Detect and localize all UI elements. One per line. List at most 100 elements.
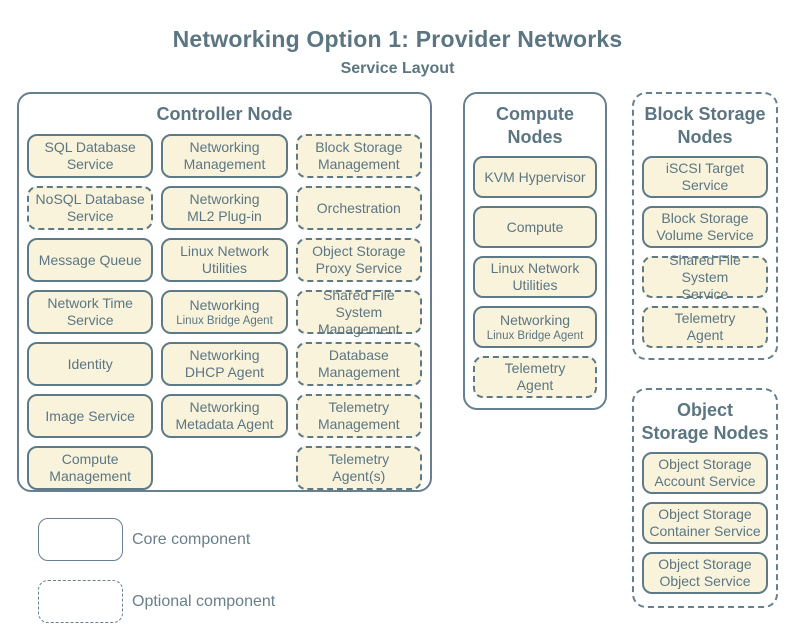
service-label-line: Image Service bbox=[45, 407, 135, 424]
service-label-line: Object Storage bbox=[312, 243, 406, 259]
service-label-line: Service bbox=[66, 312, 114, 328]
service-label-line: Networking bbox=[189, 399, 260, 415]
service-label-line: Object Storage bbox=[658, 456, 752, 472]
service-label-line: Linux Bridge Agent bbox=[486, 329, 584, 342]
service-label-line: Linux Bridge Agent bbox=[176, 314, 273, 327]
service-label-line: Shared File System bbox=[323, 286, 395, 320]
service-label-line: Networking bbox=[189, 191, 260, 207]
service-label-line: Agent bbox=[686, 327, 724, 343]
service-label-line: Agent(s) bbox=[332, 468, 386, 484]
service-label-line: SQL Database bbox=[44, 139, 136, 155]
service-label-line: Block Storage bbox=[315, 139, 403, 155]
service-label-line: NoSQL Database bbox=[35, 191, 145, 207]
service-label-line: Management bbox=[49, 468, 132, 484]
service-label-line: Networking bbox=[189, 139, 260, 155]
service-label-line: Utilities bbox=[201, 260, 248, 276]
service-label-line: Database bbox=[328, 347, 389, 363]
service-label-line: DHCP Agent bbox=[184, 364, 265, 380]
service-label-line: Service bbox=[681, 177, 729, 193]
group-controller-node-title: Controller Node bbox=[156, 104, 293, 124]
service-label-line: Utilities bbox=[512, 277, 558, 293]
legend: Core component Optional component bbox=[38, 518, 275, 642]
service-label-line: Object Storage bbox=[658, 556, 752, 572]
legend-item-core-component: Core component bbox=[38, 518, 275, 561]
service-label-line: Object Storage bbox=[658, 506, 752, 522]
service-label-line: Volume Service bbox=[656, 227, 754, 243]
service-compute: Compute bbox=[473, 206, 597, 248]
optional-component-swatch bbox=[38, 580, 123, 623]
service-label-line: Block Storage bbox=[661, 210, 749, 226]
service-label-line: Account Service bbox=[654, 473, 756, 489]
legend-item-optional-component: Optional component bbox=[38, 580, 275, 623]
service-label-line: Telemetry bbox=[674, 310, 736, 326]
service-label-line: Management bbox=[317, 364, 400, 380]
service-label-line: iSCSI Target bbox=[665, 160, 745, 176]
service-kvm-hypervisor: KVM Hypervisor bbox=[473, 156, 597, 198]
service-label-line: Linux Network bbox=[180, 243, 269, 259]
service-label-line: Networking bbox=[189, 347, 260, 363]
service-label-line: Orchestration bbox=[316, 199, 401, 216]
core-component-swatch bbox=[38, 518, 123, 561]
service-label-line: Management bbox=[183, 156, 266, 172]
service-label-line: Service bbox=[66, 156, 114, 172]
legend-label-optional: Optional component bbox=[132, 592, 276, 610]
service-label-line: Telemetry bbox=[328, 451, 390, 467]
service-label-line: Shared File System bbox=[669, 251, 741, 285]
service-label-line: Telemetry bbox=[328, 399, 390, 415]
service-label-line: Identity bbox=[67, 355, 113, 372]
service-label-line: Service bbox=[66, 208, 114, 224]
legend-label-core: Core component bbox=[132, 530, 251, 548]
diagram-subtitle: Service Layout bbox=[340, 60, 455, 77]
service-image-service: Image Service bbox=[27, 394, 154, 438]
service-label-line: Message Queue bbox=[38, 251, 142, 268]
service-message-queue: Message Queue bbox=[27, 238, 154, 282]
service-label-line: Compute bbox=[61, 451, 119, 467]
service-label-line: Telemetry bbox=[504, 360, 566, 376]
service-label-line: Metadata Agent bbox=[175, 416, 274, 432]
service-label-line: Management bbox=[317, 320, 400, 337]
service-label-line: Management bbox=[317, 416, 400, 432]
service-label-line: Networking bbox=[499, 311, 571, 328]
service-label-line: Container Service bbox=[649, 523, 761, 539]
service-label-line: Proxy Service bbox=[315, 260, 402, 276]
service-label-line: ML2 Plug-in bbox=[187, 208, 262, 224]
service-label-line: Network Time bbox=[47, 295, 133, 311]
service-label-line: Compute bbox=[506, 218, 564, 235]
service-label-line: Linux Network bbox=[490, 260, 580, 276]
